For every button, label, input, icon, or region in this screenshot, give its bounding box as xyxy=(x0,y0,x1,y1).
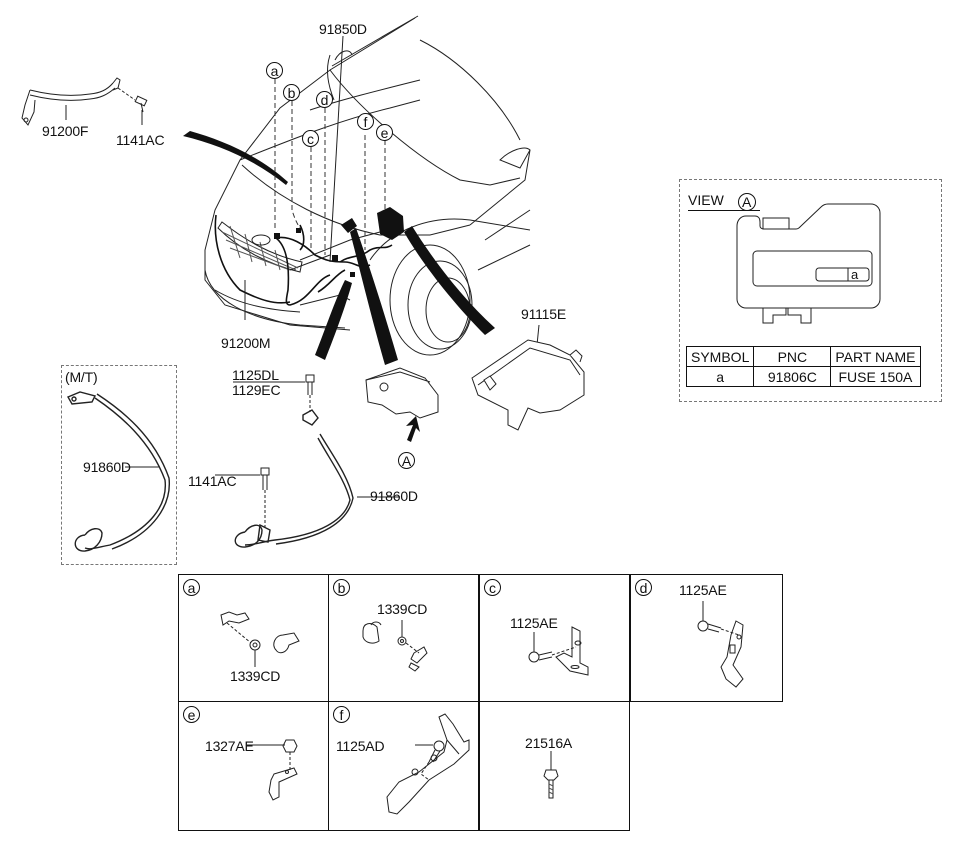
detail-part-c: 1125AE xyxy=(510,615,558,631)
view-title-text: VIEW xyxy=(688,192,724,208)
label-91860D-main: 91860D xyxy=(370,488,418,504)
detail-callout-b: b xyxy=(333,579,350,596)
callout-leaders xyxy=(274,79,386,255)
header-symbol: SYMBOL xyxy=(685,346,755,367)
header-part-name: PART NAME xyxy=(830,346,921,367)
label-91200F: 91200F xyxy=(42,123,89,139)
detail-e-art xyxy=(247,739,298,801)
view-arrow xyxy=(406,416,420,442)
detail-cell-d: d 1125AE xyxy=(630,574,783,702)
connectors xyxy=(274,207,404,277)
detail-part-21516A: 21516A xyxy=(525,735,573,751)
part-91860D-main xyxy=(234,409,354,548)
label-1141AC-top: 1141AC xyxy=(116,132,165,148)
detail-part-f: 1125AD xyxy=(336,738,385,754)
detail-cell-b: b 1339CD xyxy=(328,574,479,702)
part-91860D-mt xyxy=(66,391,170,552)
detail-d-art xyxy=(697,601,744,688)
fuse-symbol-a: a xyxy=(851,267,859,282)
detail-cell-c: c 1125AE xyxy=(479,574,630,702)
callout-d: d xyxy=(316,91,333,108)
detail-b-art xyxy=(362,620,428,672)
detail-callout-e: e xyxy=(183,706,200,723)
view-title-marker: A xyxy=(737,193,756,211)
detail-grid: a 1339CD b 1339CD xyxy=(178,574,783,831)
detail-cell-a: a 1339CD xyxy=(178,574,329,702)
fuse-cover xyxy=(365,367,439,419)
cell-symbol: a xyxy=(685,366,755,387)
fuse-box-top-view xyxy=(736,203,881,324)
pnc-table: SYMBOL PNC PART NAME a 91806C FUSE 150A xyxy=(685,346,921,387)
detail-cell-21516A: 21516A xyxy=(479,701,630,831)
detail-a-art xyxy=(220,611,300,667)
label-1129EC: 1129EC xyxy=(232,382,281,398)
cell-part-name: FUSE 150A xyxy=(830,366,921,387)
label-91860D-mt: 91860D xyxy=(83,459,131,475)
detail-part-d: 1125AE xyxy=(679,582,727,598)
detail-part-a: 1339CD xyxy=(230,668,281,684)
cell-pnc: 91806C xyxy=(753,366,832,387)
callout-c: c xyxy=(302,130,319,147)
callout-b: b xyxy=(283,84,300,101)
header-pnc: PNC xyxy=(753,346,832,367)
detail-callout-d: d xyxy=(635,579,652,596)
detail-part-b: 1339CD xyxy=(377,601,428,617)
view-a-marker: A xyxy=(398,452,415,469)
table-row: a 91806C FUSE 150A xyxy=(685,366,921,387)
detail-callout-c: c xyxy=(484,579,501,596)
view-a-panel: VIEW A a SYMBOL PNC PART NAME a 91806C F… xyxy=(679,179,942,402)
detail-f-art xyxy=(386,713,470,815)
pointer-swooshes xyxy=(183,131,495,365)
detail-callout-a: a xyxy=(183,579,200,596)
callout-e: e xyxy=(376,124,393,141)
detail-c-art xyxy=(528,626,589,676)
detail-part-e: 1327AE xyxy=(205,738,254,754)
callout-f: f xyxy=(357,113,374,130)
car-outline xyxy=(204,15,531,356)
label-1125DL: 1125DL xyxy=(232,367,279,383)
label-91115E: 91115E xyxy=(521,306,566,322)
label-91850D: 91850D xyxy=(319,21,367,37)
bolt-1141AC-bottom xyxy=(260,467,270,528)
part-91200F xyxy=(21,77,121,126)
detail-callout-f: f xyxy=(333,706,350,723)
bolt-1141AC-top xyxy=(117,87,148,113)
callout-a: a xyxy=(266,62,283,79)
label-1141AC-bottom: 1141AC xyxy=(188,473,237,489)
view-a-title: VIEW A xyxy=(688,191,760,211)
part-91115E xyxy=(471,339,585,431)
wiring-harness xyxy=(214,214,393,306)
pnc-table-header: SYMBOL PNC PART NAME xyxy=(685,346,921,367)
bolt-1125DL xyxy=(305,374,315,412)
grille xyxy=(217,221,303,273)
label-91200M: 91200M xyxy=(221,335,271,351)
detail-cell-e: e 1327AE xyxy=(178,701,329,831)
mt-variant-box: (M/T) xyxy=(61,365,177,565)
mt-label: (M/T) xyxy=(65,369,98,385)
detail-cell-f: f 1125AD xyxy=(328,701,479,831)
detail-21516A-art xyxy=(543,751,559,799)
